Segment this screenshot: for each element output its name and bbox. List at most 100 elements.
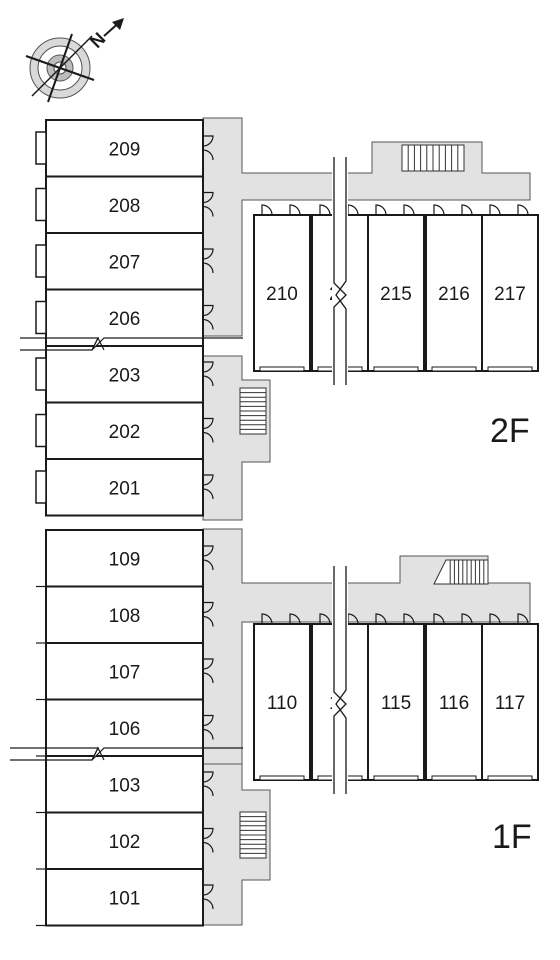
door-icon	[202, 474, 214, 486]
room-208[interactable]: 208	[35, 175, 214, 234]
door-icon	[202, 672, 214, 684]
room-117[interactable]: 117	[481, 613, 539, 781]
door-icon	[202, 841, 214, 853]
room-label: 103	[109, 775, 141, 796]
stair-landing-1f-west	[202, 763, 271, 926]
room-102[interactable]: 102	[36, 811, 214, 870]
door-icon	[202, 615, 214, 627]
room-115[interactable]: 115	[367, 613, 425, 781]
room-label: 203	[109, 365, 141, 386]
room-label: 209	[109, 139, 141, 160]
stairs-1f-north	[433, 559, 489, 585]
door-icon	[461, 613, 473, 625]
door-icon	[202, 785, 214, 797]
break-line	[10, 746, 243, 761]
north-arrow-icon: N	[86, 18, 124, 52]
room-109[interactable]: 109	[36, 529, 214, 588]
door-icon	[433, 204, 445, 216]
door-icon	[517, 204, 529, 216]
door-icon	[489, 613, 501, 625]
room-217[interactable]: 217	[481, 204, 539, 372]
door-icon	[202, 361, 214, 373]
north-label: N	[86, 29, 109, 52]
door-icon	[319, 613, 331, 625]
door-icon	[202, 262, 214, 274]
door-icon	[261, 613, 273, 625]
room-label: 115	[381, 693, 411, 714]
room-label: 109	[109, 549, 141, 570]
room-116[interactable]: 116	[425, 613, 483, 781]
door-icon	[202, 898, 214, 910]
room-label: 217	[494, 284, 526, 305]
floor-label-2f: 2F	[490, 412, 530, 450]
break-line	[332, 566, 348, 794]
room-108[interactable]: 108	[36, 585, 214, 644]
room-207[interactable]: 207	[35, 232, 214, 291]
door-icon	[202, 375, 214, 387]
room-106[interactable]: 106	[36, 698, 214, 757]
room-label: 201	[109, 478, 141, 499]
door-icon	[202, 135, 214, 147]
door-icon	[202, 601, 214, 614]
room-label: 206	[109, 309, 141, 330]
door-icon	[461, 204, 473, 216]
room-label: 208	[109, 196, 141, 217]
room-label: 108	[109, 606, 141, 627]
room-209[interactable]: 209	[35, 119, 214, 178]
door-icon	[202, 318, 214, 330]
floor-label-1f: 1F	[492, 818, 532, 856]
door-icon	[517, 613, 529, 625]
room-210[interactable]: 210	[253, 204, 311, 372]
room-label: 202	[109, 422, 141, 443]
break-line	[20, 336, 243, 351]
room-label: 117	[495, 693, 525, 714]
door-icon	[202, 545, 214, 557]
door-icon	[202, 304, 214, 317]
room-101[interactable]: 101	[36, 868, 214, 927]
stair-landing-2f-west	[202, 355, 271, 521]
door-icon	[202, 884, 214, 896]
room-label: 207	[109, 252, 141, 273]
door-icon	[347, 204, 359, 216]
door-icon	[489, 204, 501, 216]
door-icon	[202, 827, 214, 840]
door-icon	[403, 613, 415, 625]
door-icon	[403, 204, 415, 216]
door-icon	[375, 204, 387, 216]
door-icon	[202, 714, 214, 727]
room-label: 210	[266, 284, 298, 305]
room-202[interactable]: 202	[35, 401, 214, 460]
door-icon	[375, 613, 387, 625]
door-icon	[289, 204, 301, 216]
room-215[interactable]: 215	[367, 204, 425, 372]
door-icon	[319, 204, 331, 216]
door-icon	[202, 417, 214, 430]
corridor-2f	[202, 117, 531, 337]
room-103[interactable]: 103	[36, 755, 214, 814]
room-206[interactable]: 206	[35, 288, 214, 347]
door-icon	[202, 431, 214, 443]
door-icon	[202, 205, 214, 217]
door-icon	[202, 559, 214, 571]
room-label: 116	[439, 693, 469, 714]
door-icon	[261, 204, 273, 216]
break-line	[332, 157, 348, 385]
door-icon	[202, 191, 214, 204]
room-label: 102	[109, 832, 141, 853]
door-icon	[202, 771, 214, 783]
room-203[interactable]: 203	[35, 345, 214, 404]
room-110[interactable]: 110	[253, 613, 311, 781]
room-107[interactable]: 107	[36, 642, 214, 701]
door-icon	[202, 728, 214, 740]
room-216[interactable]: 216	[425, 204, 483, 372]
door-icon	[202, 658, 214, 670]
room-label: 101	[109, 888, 141, 909]
room-201[interactable]: 201	[35, 458, 214, 517]
room-label: 216	[438, 284, 470, 305]
door-icon	[202, 248, 214, 260]
door-icon	[433, 613, 445, 625]
door-icon	[202, 149, 214, 161]
